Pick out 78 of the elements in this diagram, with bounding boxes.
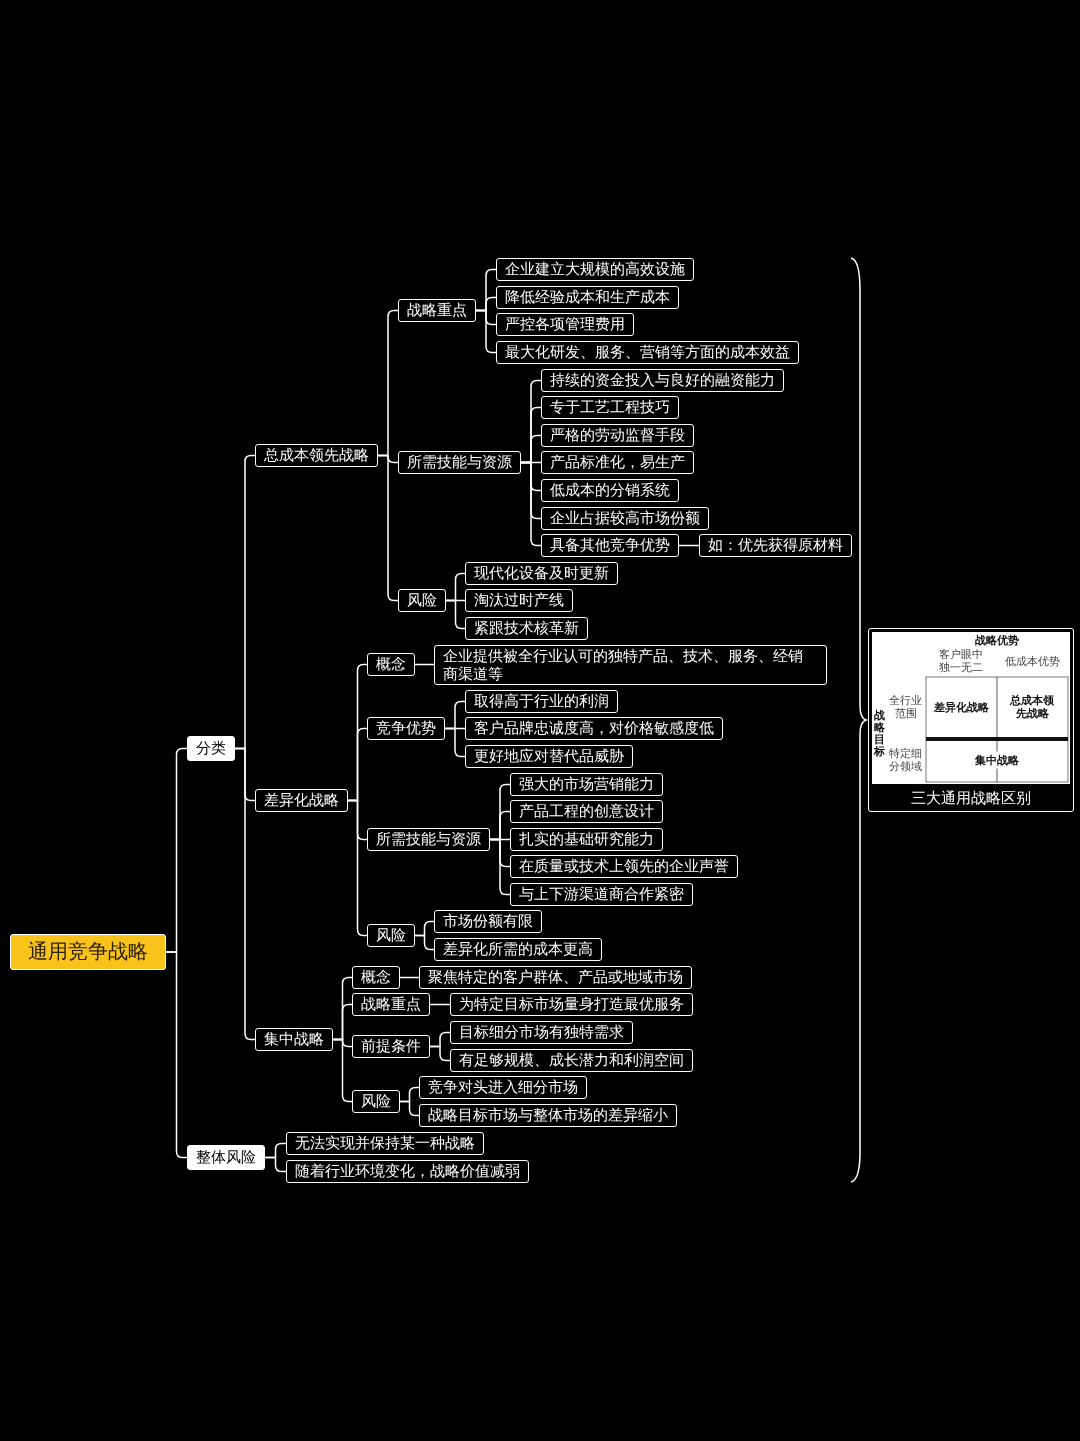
connector-line xyxy=(429,1045,451,1062)
topic-box: 战略目标市场与整体市场的差异缩小 xyxy=(419,1104,677,1127)
topic-box: 为特定目标市场量身打造最优服务 xyxy=(450,993,693,1016)
quadrant-label: 集中战略 xyxy=(974,751,1019,768)
axis-title: 战略目标 xyxy=(874,709,885,758)
connector-line xyxy=(377,454,399,602)
connector-line xyxy=(414,663,435,666)
picture-panel xyxy=(868,628,1074,812)
connector-line xyxy=(165,951,188,1159)
connector-line xyxy=(414,934,435,951)
topic-box: 企业占据较高市场份额 xyxy=(541,507,709,530)
topic-box: 总成本领先战略 xyxy=(255,444,378,467)
topic-box: 战略重点 xyxy=(398,299,476,322)
topic-box: 风险 xyxy=(398,589,446,612)
topic-box: 风险 xyxy=(352,1090,400,1113)
topic-box: 在质量或技术上领先的企业声誉 xyxy=(510,855,738,878)
topic-box: 具备其他竞争优势 xyxy=(541,534,679,557)
topic-box: 概念 xyxy=(367,653,415,676)
topic-box: 扎实的基础研究能力 xyxy=(510,828,663,851)
topic-box: 风险 xyxy=(367,924,415,947)
topic-box: 客户品牌忠诚度高，对价格敏感度低 xyxy=(465,717,723,740)
topic-box: 降低经验成本和生产成本 xyxy=(496,286,679,309)
topic-box: 持续的资金投入与良好的融资能力 xyxy=(541,369,784,392)
axis-label: 客户眼中独一无二 xyxy=(939,647,983,674)
connector-line xyxy=(399,976,420,979)
connector-line xyxy=(429,1003,451,1006)
topic-box: 现代化设备及时更新 xyxy=(465,562,618,585)
connector-line xyxy=(489,838,511,896)
axis-label: 低成本优势 xyxy=(1004,654,1060,667)
branch-box: 整体风险 xyxy=(187,1145,265,1170)
axis-label: 全行业范围 xyxy=(889,693,922,720)
topic-box: 有足够规模、成长潜力和利润空间 xyxy=(450,1049,693,1072)
topic-box: 所需技能与资源 xyxy=(398,451,521,474)
topic-box: 前提条件 xyxy=(352,1035,430,1058)
topic-box: 无法实现并保持某一种战略 xyxy=(286,1132,484,1155)
topic-box: 概念 xyxy=(352,966,400,989)
connector-line xyxy=(678,544,700,547)
picture-caption: 三大通用战略区别 xyxy=(910,787,1031,808)
topic-box: 强大的市场营销能力 xyxy=(510,773,663,796)
central-topic-box: 通用竞争战略 xyxy=(10,934,166,970)
topic-box: 产品工程的创意设计 xyxy=(510,800,663,823)
topic-box: 竞争对头进入细分市场 xyxy=(419,1076,587,1099)
connector-line xyxy=(399,1100,420,1117)
connector-line xyxy=(264,1156,287,1173)
topic-box: 所需技能与资源 xyxy=(367,828,490,851)
topic-box: 随着行业环境变化，战略价值减弱 xyxy=(286,1160,529,1183)
axis-title: 战略优势 xyxy=(974,633,1019,646)
topic-box: 差异化战略 xyxy=(255,789,348,812)
topic-box: 取得高于行业的利润 xyxy=(465,690,618,713)
axis-label: 特定细分领域 xyxy=(889,746,922,773)
topic-box: 集中战略 xyxy=(255,1028,333,1051)
topic-box: 企业建立大规模的高效设施 xyxy=(496,258,694,281)
topic-box: 更好地应对替代品威胁 xyxy=(465,745,633,768)
quadrant-label: 总成本领先战略 xyxy=(1010,693,1054,720)
topic-box: 市场份额有限 xyxy=(434,910,542,933)
topic-box: 低成本的分销系统 xyxy=(541,479,679,502)
connector-line xyxy=(520,461,542,547)
topic-box: 严控各项管理费用 xyxy=(496,313,634,336)
connector-line xyxy=(234,747,256,1041)
topic-box: 聚焦特定的客户群体、产品或地域市场 xyxy=(419,966,692,989)
topic-box: 产品标准化，易生产 xyxy=(541,451,694,474)
connector-line xyxy=(444,727,466,758)
connector-line xyxy=(475,309,497,354)
topic-box: 企业提供被全行业认可的独特产品、技术、服务、经销商渠道等 xyxy=(434,645,827,685)
topic-box: 紧跟技术核革新 xyxy=(465,617,588,640)
topic-box: 淘汰过时产线 xyxy=(465,589,573,612)
topic-box: 最大化研发、服务、营销等方面的成本效益 xyxy=(496,341,799,364)
quadrant-label: 差异化战略 xyxy=(933,700,989,713)
topic-box: 专于工艺工程技巧 xyxy=(541,396,679,419)
topic-box: 差异化所需的成本更高 xyxy=(434,938,602,961)
topic-box: 与上下游渠道商合作紧密 xyxy=(510,883,693,906)
topic-box: 战略重点 xyxy=(352,993,430,1016)
branch-box: 分类 xyxy=(187,736,235,761)
topic-box: 严格的劳动监督手段 xyxy=(541,424,694,447)
topic-box: 如：优先获得原材料 xyxy=(699,534,852,557)
connector-line xyxy=(445,599,466,630)
topic-box: 竞争优势 xyxy=(367,717,445,740)
topic-box: 目标细分市场有独特需求 xyxy=(450,1021,633,1044)
